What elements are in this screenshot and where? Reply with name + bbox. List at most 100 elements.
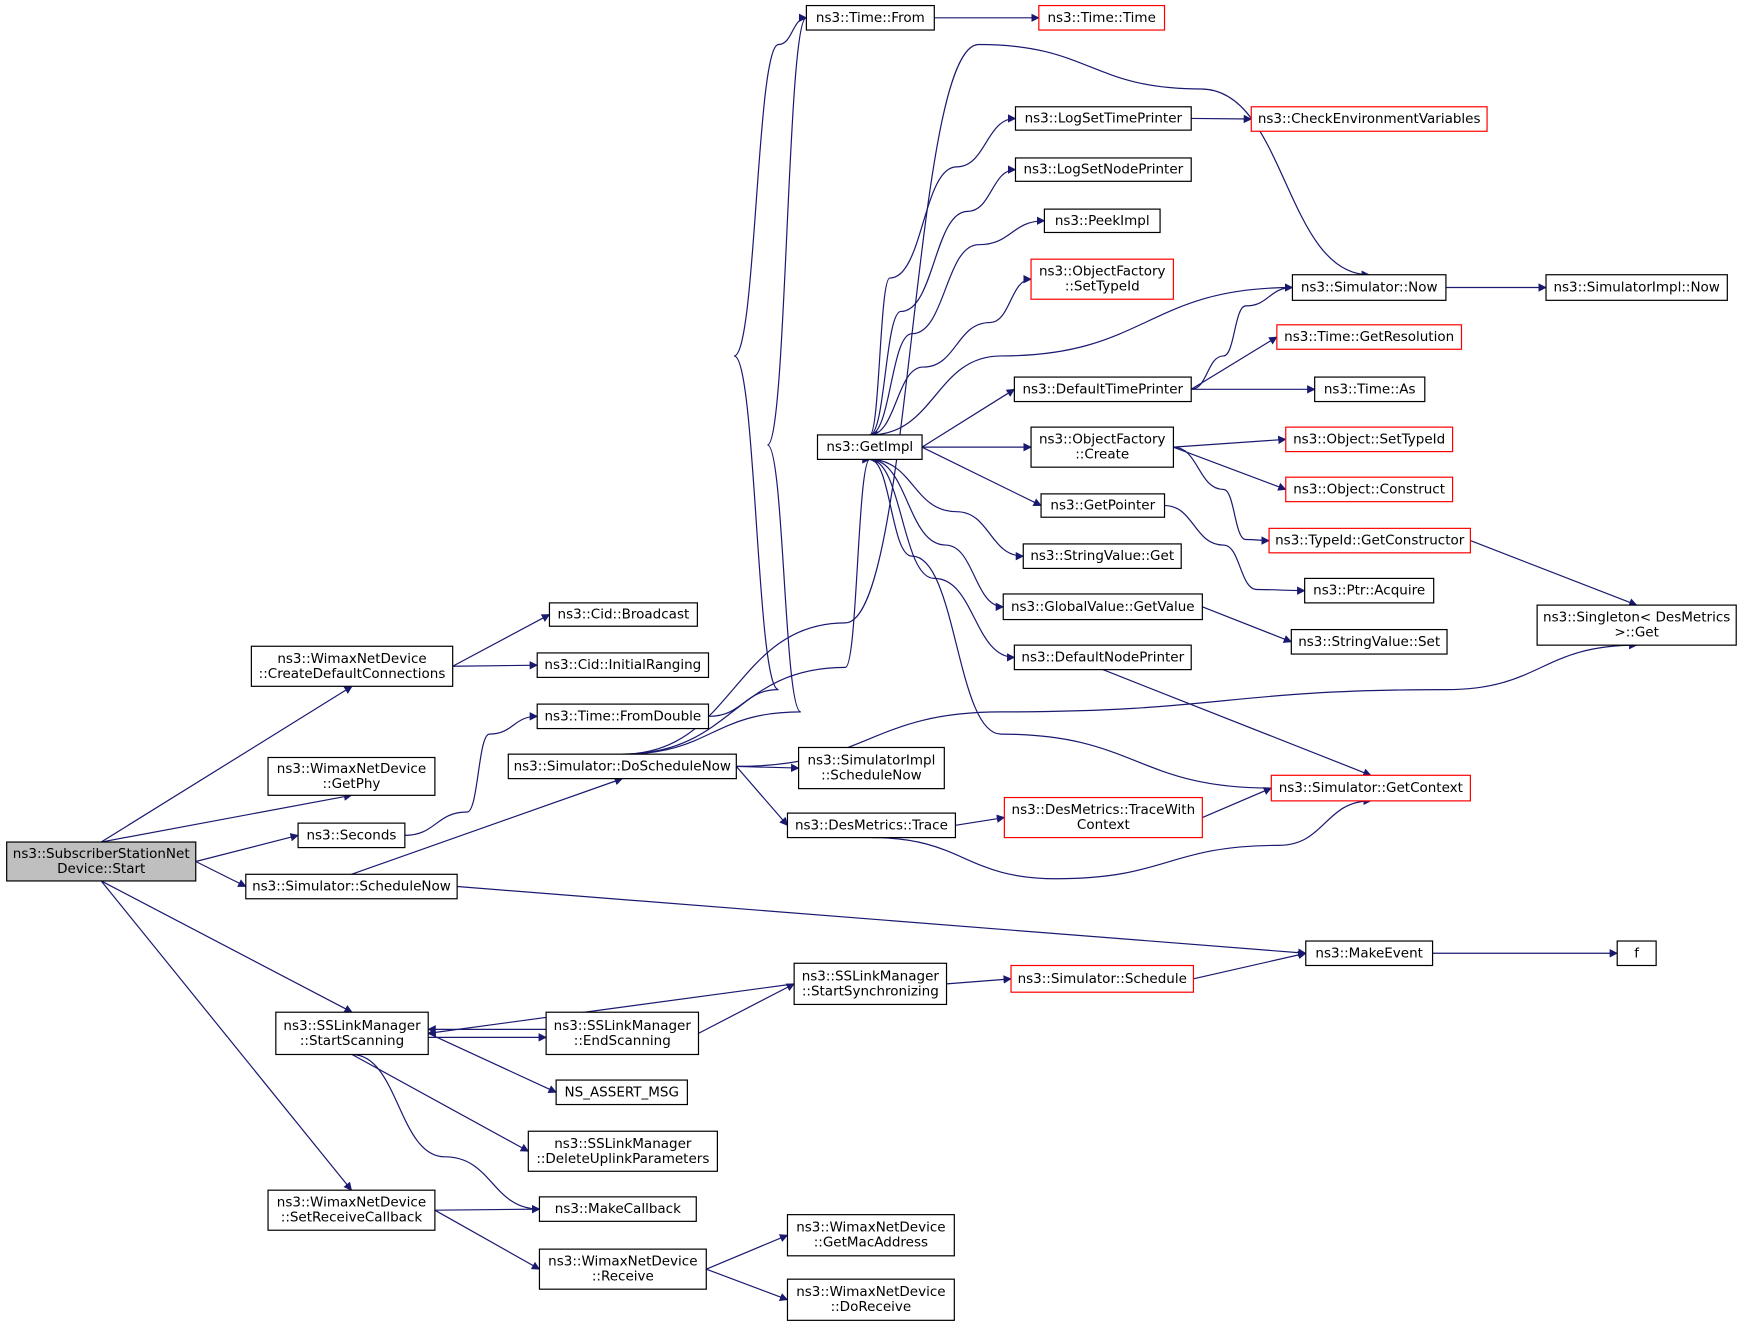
node-label: ns3::Simulator::Schedule <box>1018 971 1187 987</box>
node-seconds[interactable]: ns3::Seconds <box>297 822 406 849</box>
node-strvalset[interactable]: ns3::StringValue::Set <box>1290 628 1448 655</box>
node-label: ns3::DefaultNodePrinter <box>1021 649 1184 665</box>
edge-getimpl-to-ofsettype <box>869 275 1032 436</box>
node-startscan[interactable]: ns3::SSLinkManager::StartScanning <box>275 1011 429 1056</box>
node-label: ns3::DesMetrics::TraceWith <box>1012 802 1196 818</box>
edge-start-to-createdef <box>100 685 353 843</box>
node-box <box>527 1130 718 1172</box>
node-label: ns3::Time::Time <box>1047 10 1155 26</box>
node-box <box>797 746 945 790</box>
node-f[interactable]: f <box>1616 940 1657 967</box>
node-objconstruct[interactable]: ns3::Object::Construct <box>1285 476 1454 503</box>
node-label: ns3::Object::SetTypeId <box>1293 431 1445 447</box>
node-peekimpl[interactable]: ns3::PeekImpl <box>1043 208 1161 234</box>
edge-getimpl-to-getpointer <box>921 446 1042 507</box>
node-endscan[interactable]: ns3::SSLinkManager::EndScanning <box>545 1011 700 1056</box>
node-ptracquire[interactable]: ns3::Ptr::Acquire <box>1304 577 1435 604</box>
node-label: ns3::MakeEvent <box>1315 945 1423 961</box>
node-fromdouble[interactable]: ns3::Time::FromDouble <box>536 703 710 730</box>
node-deftimeprinter[interactable]: ns3::DefaultTimePrinter <box>1013 376 1192 403</box>
node-getres[interactable]: ns3::Time::GetResolution <box>1276 324 1463 350</box>
node-defnodeprinter[interactable]: ns3::DefaultNodePrinter <box>1013 644 1192 671</box>
node-simnow[interactable]: ns3::Simulator::Now <box>1291 274 1447 301</box>
node-box <box>536 652 710 679</box>
node-timetime[interactable]: ns3::Time::Time <box>1038 4 1166 31</box>
node-desmtrace[interactable]: ns3::DesMetrics::Trace <box>786 812 957 839</box>
edge-getpointer-to-ptracquire <box>1164 504 1306 595</box>
node-assert[interactable]: NS_ASSERT_MSG <box>555 1079 688 1106</box>
edge-startsync-to-startscan <box>427 983 795 1037</box>
node-doschednow[interactable]: ns3::Simulator::DoScheduleNow <box>507 753 737 780</box>
node-box <box>1290 628 1448 655</box>
edge-start-to-seconds <box>195 833 299 863</box>
node-label: ns3::PeekImpl <box>1055 213 1150 229</box>
node-getimpl[interactable]: ns3::GetImpl <box>816 434 923 460</box>
node-label: ns3::SSLinkManager <box>283 1018 421 1034</box>
node-checkenv[interactable]: ns3::CheckEnvironmentVariables <box>1250 106 1488 132</box>
node-simimplsched[interactable]: ns3::SimulatorImpl::ScheduleNow <box>797 746 945 790</box>
node-initrang[interactable]: ns3::Cid::InitialRanging <box>536 652 710 679</box>
edge-doschednow-to-getimpl <box>622 455 871 755</box>
node-ofcreate[interactable]: ns3::ObjectFactory::Create <box>1030 426 1175 468</box>
node-getctor[interactable]: ns3::TypeId::GetConstructor <box>1268 527 1471 554</box>
node-label: ::SetTypeId <box>1065 279 1140 295</box>
edge-defnodeprinter-to-getcontext <box>1102 669 1372 777</box>
node-createdef[interactable]: ns3::WimaxNetDevice::CreateDefaultConnec… <box>250 645 454 687</box>
node-label: ns3::SSLinkManager <box>554 1018 692 1034</box>
edge-start-to-startscan <box>100 880 353 1013</box>
edge-getimpl-to-logsettime <box>869 114 1017 436</box>
node-strvalget[interactable]: ns3::StringValue::Get <box>1022 543 1182 569</box>
node-startsync[interactable]: ns3::SSLinkManager::StartSynchronizing <box>793 962 948 1006</box>
edge-deftimeprinter-to-getres <box>1190 336 1278 390</box>
node-dorecv[interactable]: ns3::WimaxNetDevice::DoReceive <box>786 1278 955 1321</box>
node-box <box>1022 543 1182 569</box>
node-makeevent[interactable]: ns3::MakeEvent <box>1305 940 1434 967</box>
node-box <box>267 1189 436 1231</box>
edge-simnow-to-getimpl <box>868 286 1293 440</box>
node-timeas[interactable]: ns3::Time::As <box>1314 376 1426 403</box>
node-setrecv[interactable]: ns3::WimaxNetDevice::SetReceiveCallback <box>267 1189 436 1231</box>
edge-startscan-to-makecb <box>352 1053 541 1214</box>
node-box <box>555 1079 688 1106</box>
node-delup[interactable]: ns3::SSLinkManager::DeleteUplinkParamete… <box>527 1130 718 1172</box>
node-box <box>297 822 406 849</box>
node-simschedule[interactable]: ns3::Simulator::Schedule <box>1010 964 1195 993</box>
node-label: ns3::Cid::Broadcast <box>558 607 690 623</box>
node-makecb[interactable]: ns3::MakeCallback <box>538 1196 697 1222</box>
node-getpointer[interactable]: ns3::GetPointer <box>1040 493 1166 518</box>
edge-createdef-to-broadcast <box>452 614 551 667</box>
edge-startscan-to-delup <box>351 1053 530 1152</box>
node-objsettype[interactable]: ns3::Object::SetTypeId <box>1285 426 1454 453</box>
node-box <box>1270 774 1471 802</box>
node-schednow[interactable]: ns3::Simulator::ScheduleNow <box>245 873 458 900</box>
node-logsettime[interactable]: ns3::LogSetTimePrinter <box>1014 106 1192 131</box>
edge-doschednow-to-singleton <box>736 640 1638 767</box>
edge-doschednow-to-simnow <box>622 43 1371 755</box>
node-broadcast[interactable]: ns3::Cid::Broadcast <box>548 602 698 627</box>
node-simimplnow[interactable]: ns3::SimulatorImpl::Now <box>1545 274 1728 301</box>
node-receive[interactable]: ns3::WimaxNetDevice::Receive <box>538 1248 707 1290</box>
node-box <box>1276 324 1463 350</box>
node-label: ns3::GetPointer <box>1050 498 1155 514</box>
edge-start-to-getphy <box>101 792 353 843</box>
node-getcontext[interactable]: ns3::Simulator::GetContext <box>1270 774 1471 802</box>
node-label: ns3::WimaxNetDevice <box>277 1195 426 1211</box>
edge-getcontext-to-getimpl <box>868 455 1272 789</box>
node-singleton[interactable]: ns3::Singleton< DesMetrics >::Get <box>1536 604 1737 646</box>
edge-receive-to-getmac <box>706 1234 789 1270</box>
node-ofsettype[interactable]: ns3::ObjectFactory::SetTypeId <box>1030 258 1175 300</box>
node-label: ::DeleteUplinkParameters <box>536 1151 709 1167</box>
node-timefrom[interactable]: ns3::Time::From <box>805 4 935 31</box>
node-getphy[interactable]: ns3::WimaxNetDevice::GetPhy <box>267 756 436 796</box>
edge-startscan-to-assert <box>427 1032 557 1093</box>
edges-layer <box>100 13 1638 1302</box>
edge-getimpl-to-defnodeprinter <box>869 458 1016 662</box>
node-logsetnode[interactable]: ns3::LogSetNodePrinter <box>1014 157 1192 182</box>
node-box <box>786 1214 955 1257</box>
node-getmac[interactable]: ns3::WimaxNetDevice::GetMacAddress <box>786 1214 955 1257</box>
node-globalget[interactable]: ns3::GlobalValue::GetValue <box>1002 593 1203 621</box>
node-box <box>1040 493 1166 518</box>
edge-logsettime-to-checkenv <box>1191 114 1253 124</box>
